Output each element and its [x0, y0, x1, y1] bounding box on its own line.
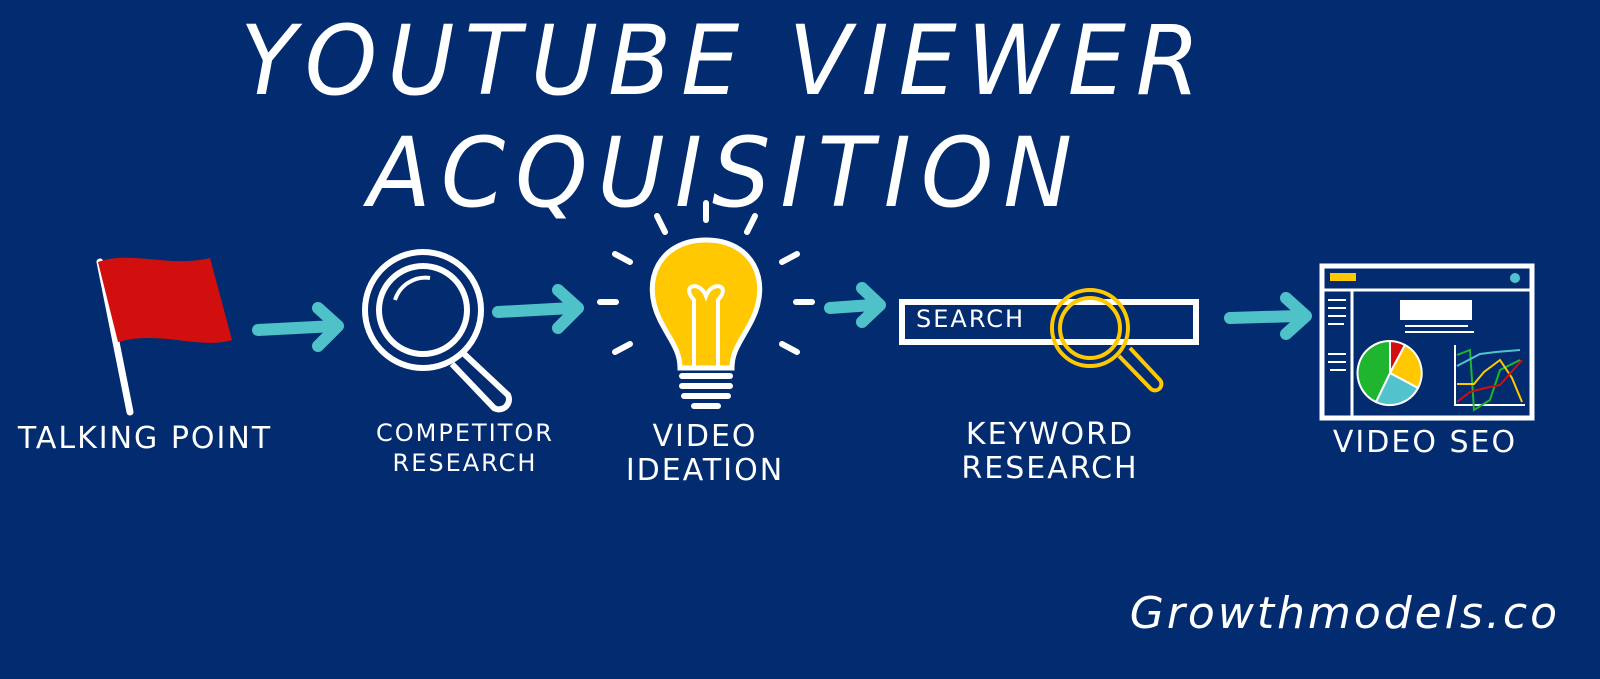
dashboard-icon	[1319, 263, 1535, 421]
magnifier-icon	[362, 249, 512, 413]
arrow-icon	[492, 284, 584, 334]
step-label-keyword-research: Keyword Research	[961, 417, 1139, 486]
step-label-talking-point: Talking Point	[17, 421, 273, 456]
search-bar-icon	[899, 288, 1199, 393]
flag-icon	[96, 257, 232, 416]
brand-watermark: Growthmodels.co	[1129, 588, 1560, 639]
lightbulb-icon	[597, 200, 815, 409]
step-label-competitor-research: Competitor Research	[376, 419, 554, 477]
step-label-video-seo: Video SEO	[1332, 425, 1518, 460]
arrow-icon	[252, 302, 344, 352]
page-title: YouTube Viewer Acquisition	[240, 4, 1210, 230]
step-label-video-ideation: Video Ideation	[625, 419, 785, 488]
search-placeholder-text: SEARCH	[916, 305, 1026, 333]
arrow-icon	[1224, 292, 1312, 340]
arrow-icon	[824, 282, 886, 328]
